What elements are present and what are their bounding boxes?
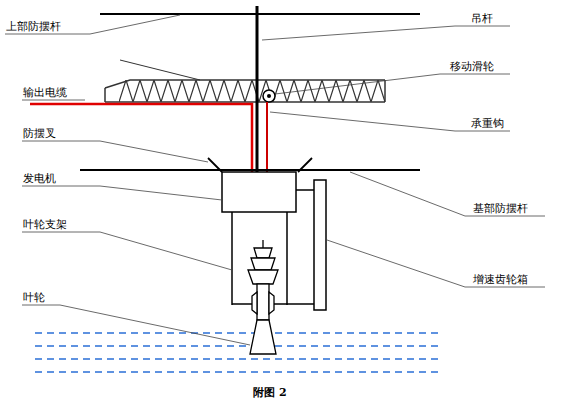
base-bar <box>80 169 420 171</box>
top-bar <box>100 13 420 15</box>
pulley <box>263 90 275 102</box>
impeller <box>248 240 278 354</box>
leader-lines <box>5 15 545 345</box>
hanger-rod <box>256 6 259 172</box>
crane-truss <box>105 60 385 102</box>
generator-box <box>222 172 296 212</box>
label-generator: 发电机 <box>22 172 57 185</box>
anti-sway-fork <box>208 158 312 172</box>
label-upper-bar: 上部防摆杆 <box>5 20 62 33</box>
label-pulley: 移动滑轮 <box>449 60 495 73</box>
gearbox <box>314 180 326 310</box>
label-cable: 输出电缆 <box>22 86 68 99</box>
label-hook: 承重钩 <box>470 117 505 130</box>
label-base-bar: 基部防摆杆 <box>472 202 529 215</box>
impeller-support <box>232 190 326 305</box>
hook-line <box>266 102 268 172</box>
output-cable <box>30 104 252 174</box>
label-gearbox: 增速齿轮箱 <box>472 273 529 286</box>
label-support: 叶轮支架 <box>22 218 68 231</box>
water-lines <box>35 333 440 372</box>
label-impeller: 叶轮 <box>22 291 46 304</box>
label-rod: 吊杆 <box>470 12 494 25</box>
label-fork: 防摆叉 <box>22 127 57 140</box>
figure-caption: 附图 2 <box>253 385 286 400</box>
